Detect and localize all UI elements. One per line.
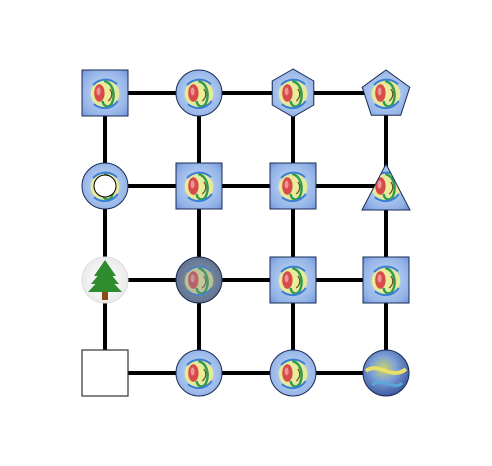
board-cells [75, 63, 416, 403]
empty-square-icon[interactable] [81, 349, 129, 397]
painted-tile-icon[interactable] [169, 343, 229, 403]
painted-tile-icon[interactable] [263, 250, 323, 310]
hole-icon [93, 174, 117, 198]
painted-tile-icon[interactable] [263, 156, 323, 216]
painted-tile-hole-icon[interactable] [75, 156, 135, 216]
painted-tile-icon[interactable] [169, 250, 229, 310]
painted-tile-icon[interactable] [263, 343, 323, 403]
globe-orb-icon[interactable] [362, 349, 410, 397]
painted-tile-icon[interactable] [356, 63, 416, 123]
painted-tile-icon[interactable] [263, 63, 323, 123]
painted-tile-icon[interactable] [356, 250, 416, 310]
painted-tile-icon[interactable] [169, 156, 229, 216]
board-edges [103, 91, 388, 375]
pine-tree-icon[interactable] [81, 256, 129, 304]
painted-tile-icon[interactable] [169, 63, 229, 123]
painted-tile-icon[interactable] [75, 63, 135, 123]
